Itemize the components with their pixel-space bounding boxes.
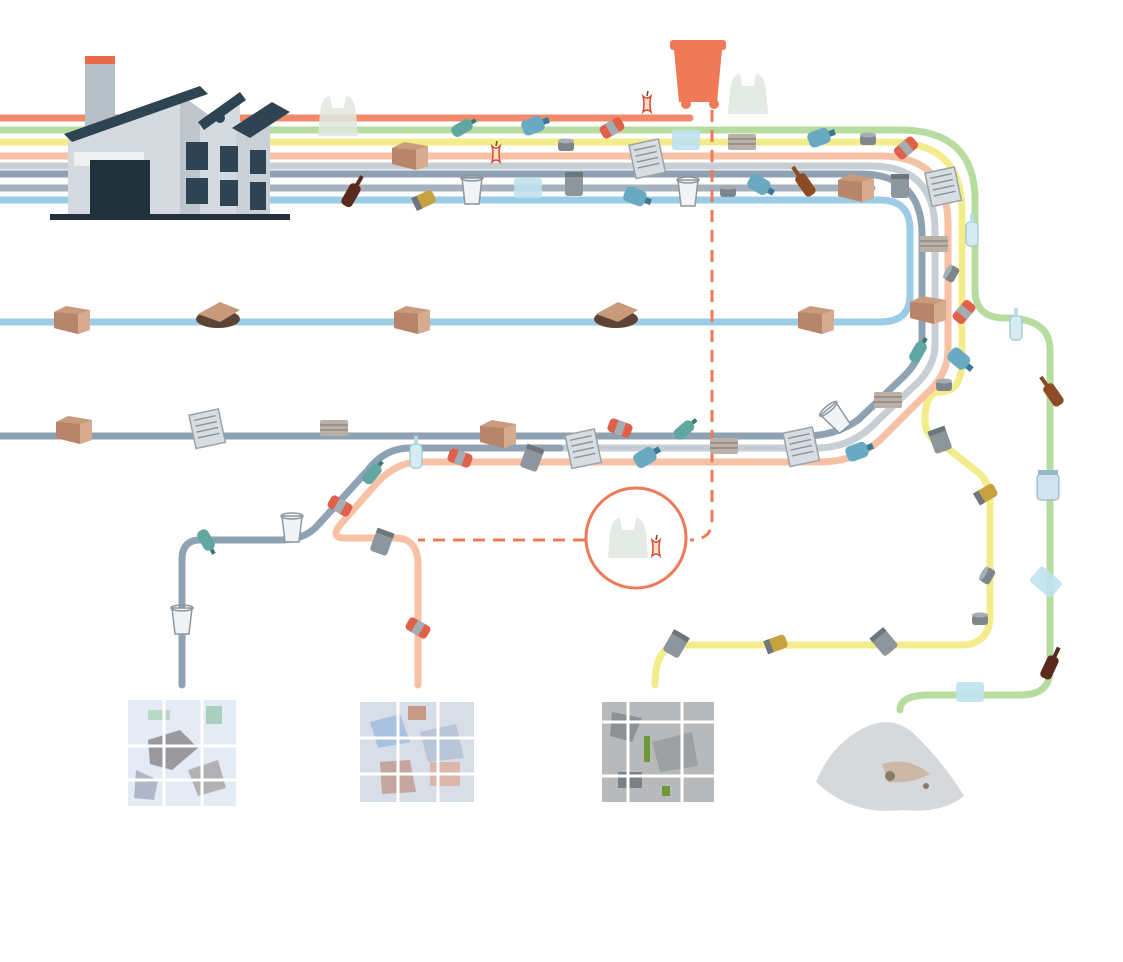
factory-icon — [50, 56, 290, 220]
residual-waste-marker — [584, 486, 688, 590]
plastic-bag-icon — [318, 96, 358, 136]
residual-dashed-line — [418, 110, 714, 542]
plastic-bag-icon — [728, 74, 768, 114]
waste-pile-icon — [816, 722, 964, 811]
cardboard-items — [54, 302, 834, 334]
waste-bin-icon — [670, 40, 726, 109]
bale-plastic — [128, 700, 236, 806]
bale-metal — [602, 702, 714, 802]
metal-glass-items — [662, 373, 1066, 702]
cardboard-belt — [0, 196, 914, 326]
bale-mixed — [360, 702, 474, 802]
mixed-plastics-belt — [0, 152, 952, 689]
plastic-belt — [178, 444, 564, 689]
glass-belt — [0, 126, 1054, 714]
